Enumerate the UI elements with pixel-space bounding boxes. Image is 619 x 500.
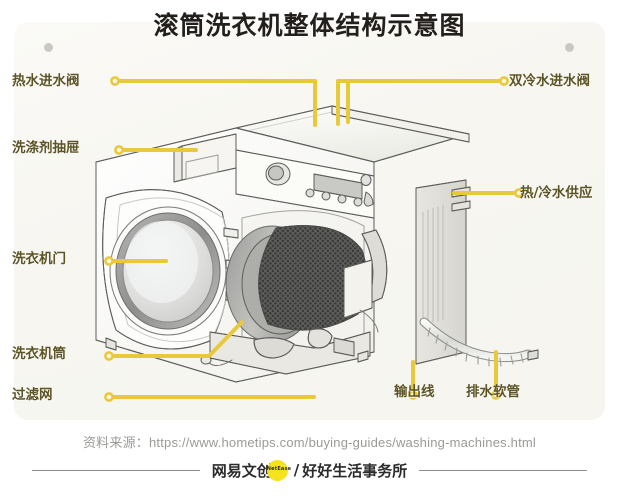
divider-right: [419, 469, 588, 471]
leader-dot-hot-water-inlet-valve: [110, 76, 120, 86]
leader-dot-hot-cold-supply: [514, 188, 524, 198]
label-filter-screen: 过滤网: [12, 387, 53, 403]
brand-sub: 好好生活事务所: [302, 461, 408, 480]
leader-washer-drum: [108, 320, 244, 358]
label-detergent-drawer: 洗涤剂抽屉: [12, 140, 80, 156]
brand-name: 网易文创: [211, 461, 272, 480]
source-line: 资料来源：https://www.hometips.com/buying-gui…: [0, 432, 619, 451]
leader-dot-drain-hose: [491, 390, 501, 400]
label-dual-cold-water-inlet-valve: 双冷水进水阀: [509, 73, 590, 89]
label-output-line: 输出线: [394, 384, 435, 400]
leader-dot-output-line: [408, 390, 418, 400]
leader-dot-filter-screen: [104, 392, 114, 402]
label-hot-water-inlet-valve: 热水进水阀: [12, 73, 80, 89]
label-drain-hose: 排水软管: [466, 384, 520, 400]
netease-badge-icon: NetEase: [266, 459, 292, 481]
leader-dot-washer-door: [104, 256, 114, 266]
leader-dot-washer-drum: [104, 351, 114, 361]
label-washer-drum: 洗衣机筒: [12, 346, 66, 362]
source-url: https://www.hometips.com/buying-guides/w…: [149, 435, 537, 450]
brand-separator: /: [293, 461, 300, 479]
leader-dot-detergent-drawer: [114, 145, 124, 155]
page-title: 滚筒洗衣机整体结构示意图: [153, 11, 466, 40]
leader-dot-dual-cold: [499, 76, 509, 86]
leader-dual-cold-1: [336, 79, 505, 126]
leader-hot-water-inlet-valve: [114, 79, 317, 127]
label-hot-cold-water-supply: 热/冷水供应: [520, 185, 593, 201]
brand-row: 网易文创 NetEase / 好好生活事务所: [0, 456, 619, 484]
washing-machine-illustration: [95, 76, 539, 402]
label-washer-door: 洗衣机门: [12, 251, 66, 267]
card-pin-left: [44, 43, 53, 52]
source-label: 资料来源：: [82, 435, 149, 450]
netease-badge-text: NetEase: [266, 465, 292, 472]
brand-lockup: 网易文创 NetEase / 好好生活事务所: [211, 459, 408, 481]
card-pin-right: [565, 43, 574, 52]
divider-left: [31, 469, 200, 471]
